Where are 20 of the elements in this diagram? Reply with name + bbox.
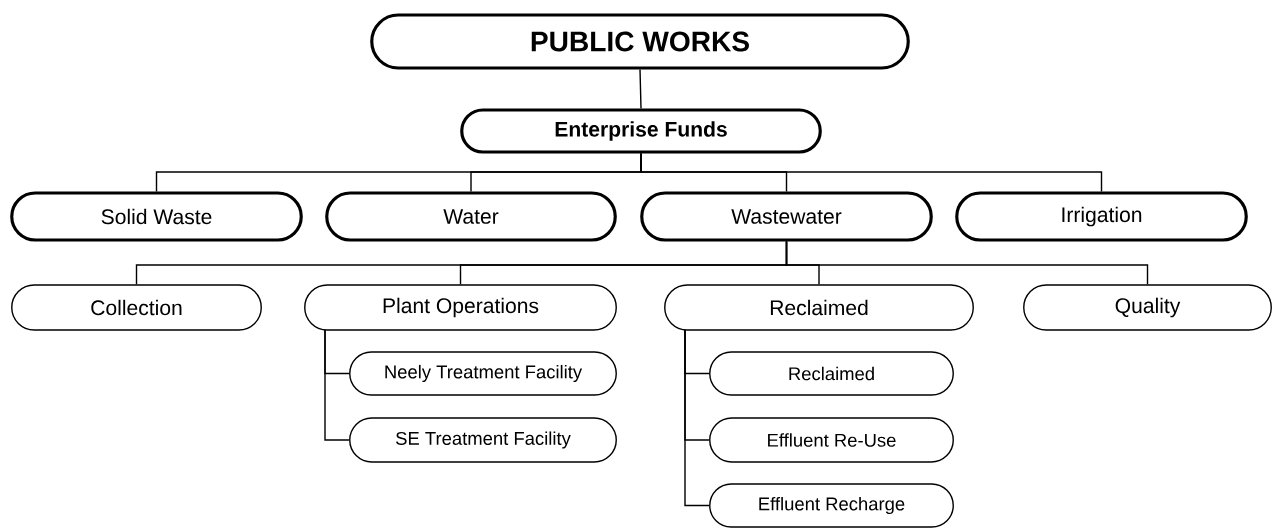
division-box: Plant Operations <box>304 284 617 331</box>
unit-box: Neely Treatment Facility <box>349 351 617 396</box>
unit-box: SE Treatment Facility <box>349 417 617 463</box>
connector-line <box>640 152 1103 193</box>
connector-line <box>324 329 350 441</box>
department-box: Enterprise Funds <box>460 108 822 154</box>
connector-line <box>639 68 642 110</box>
division-box: Quality <box>1023 284 1272 331</box>
title-box: PUBLIC WORKS <box>370 13 910 70</box>
unit-box: Reclaimed <box>709 351 954 396</box>
department-box: Water <box>325 191 617 242</box>
department-box: Wastewater <box>640 191 933 242</box>
division-box: Reclaimed <box>664 284 974 331</box>
connector-line <box>785 240 1149 285</box>
division-box: Collection <box>11 284 262 331</box>
unit-box: Effluent Re-Use <box>709 417 954 463</box>
department-box: Irrigation <box>955 191 1248 242</box>
unit-box: Effluent Recharge <box>709 483 954 528</box>
connector-line <box>684 329 710 507</box>
department-box: Solid Waste <box>10 191 303 242</box>
